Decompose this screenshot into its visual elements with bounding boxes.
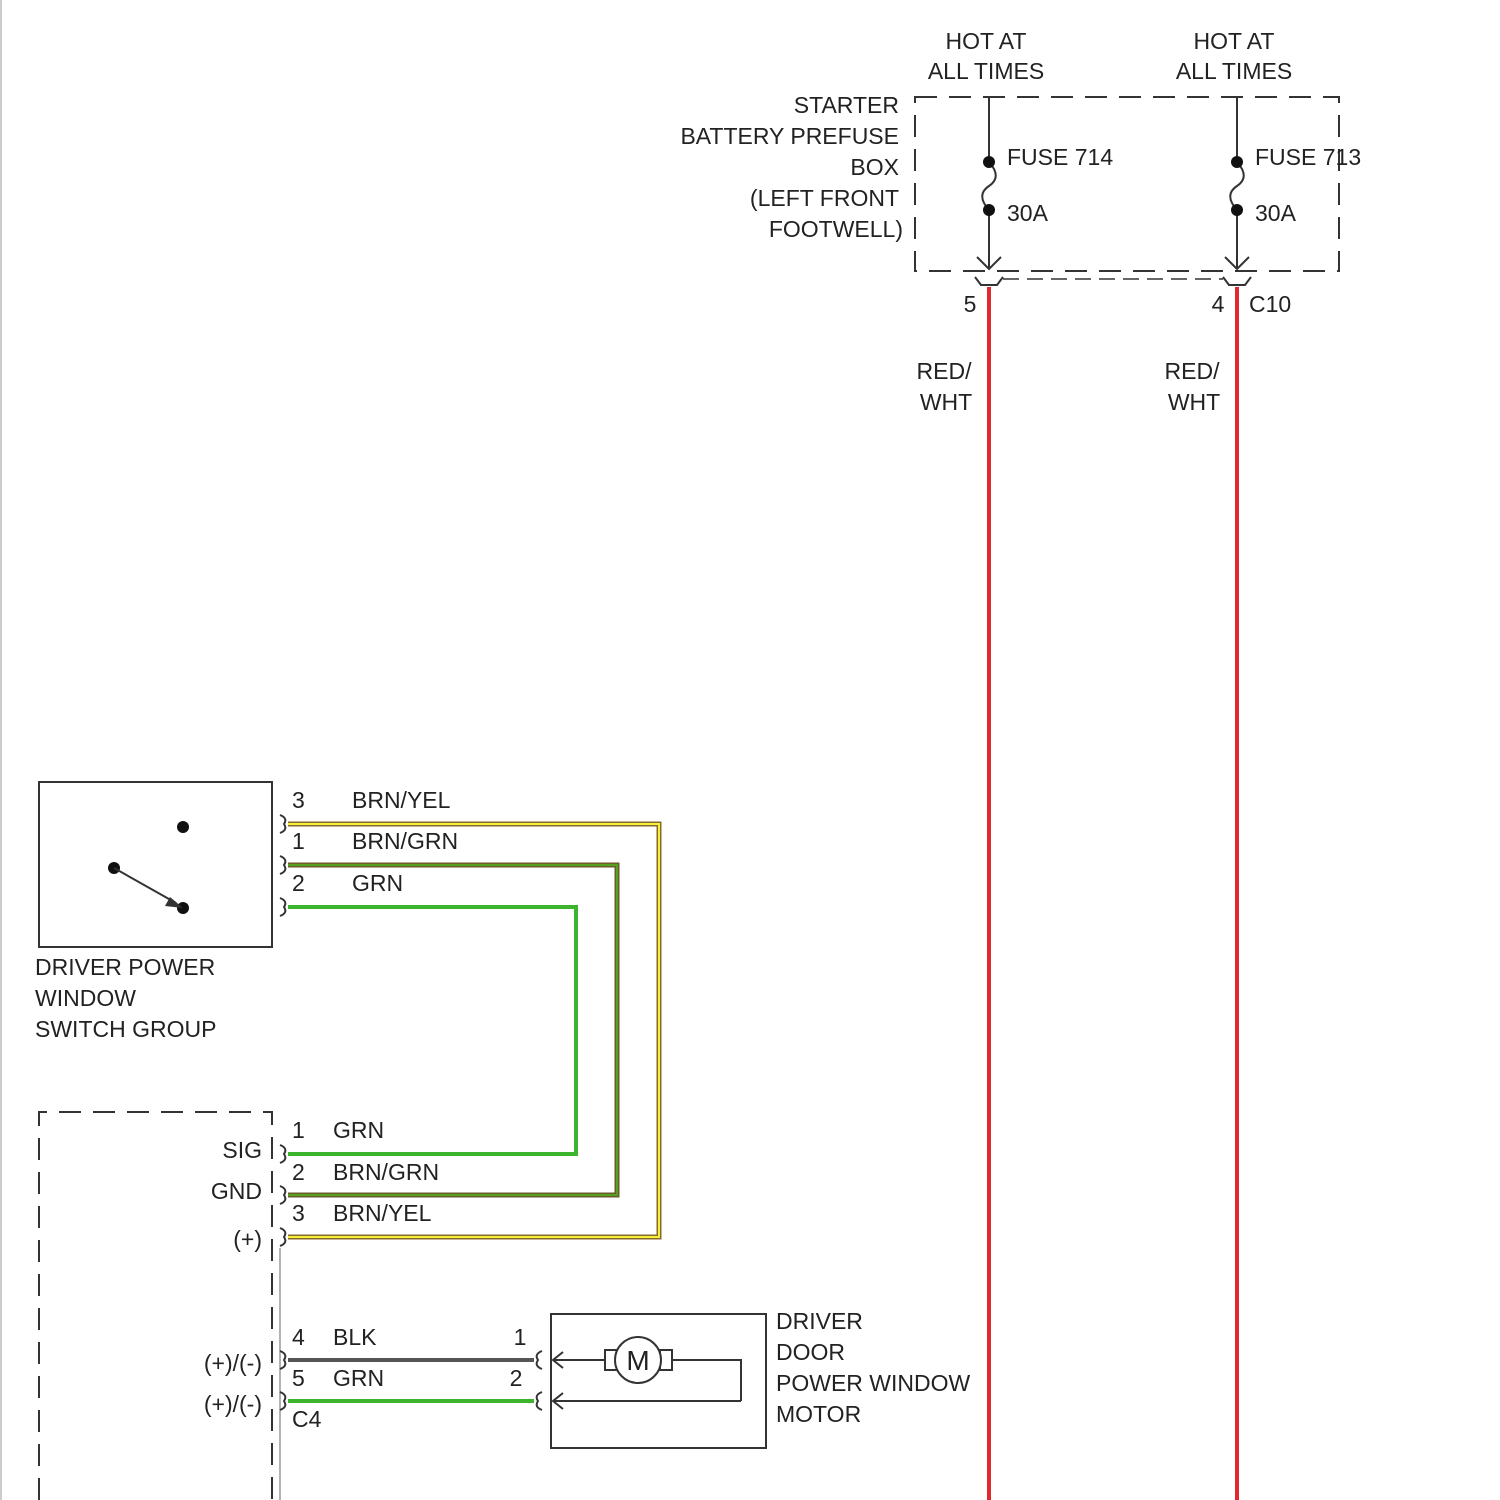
switch-pin-2-socket (280, 898, 285, 916)
switch-group-label-1: DRIVER POWER (35, 954, 215, 980)
module-pin-4-socket (280, 1351, 285, 1369)
switch-group-label-2: WINDOW (35, 985, 136, 1011)
wire-right-color-1: RED/ (1165, 358, 1221, 384)
module-wire-2-color: BRN/GRN (333, 1159, 439, 1185)
switch-pin-3-socket (280, 815, 285, 833)
switch-pin-3: 3 (292, 787, 305, 813)
module-wire-3-color: BRN/YEL (333, 1200, 432, 1226)
motor-symbol: M (626, 1345, 649, 1376)
motor-label-2: DOOR (776, 1339, 845, 1365)
motor-pin-2-socket (537, 1392, 542, 1410)
wire-left-color-2: WHT (920, 389, 972, 415)
connector-c10-label: C10 (1249, 291, 1291, 317)
fuse-713-name: FUSE 713 (1255, 144, 1361, 170)
fuse-714-name: FUSE 714 (1007, 144, 1113, 170)
fuse-714-terminal-bottom (983, 204, 995, 216)
fuse-713-terminal-bottom (1231, 204, 1243, 216)
motor-label-3: POWER WINDOW (776, 1370, 970, 1396)
fuse-714-element (982, 162, 996, 210)
module-pin-4: 4 (292, 1324, 305, 1350)
connector-c10-pin-4: 4 (1212, 291, 1225, 317)
fuse-box-label-line-2: BATTERY PREFUSE (680, 123, 899, 149)
fuse-713-terminal-top (1231, 156, 1243, 168)
switch-contact-upper (177, 821, 189, 833)
wire-grn (288, 907, 576, 1154)
fuse-714: FUSE 714 30A (977, 97, 1113, 269)
module-pin-5-socket (280, 1392, 285, 1410)
right-supply-label-1: HOT AT (1194, 28, 1275, 54)
module-wire-5-color: GRN (333, 1365, 384, 1391)
module-pin-3: 3 (292, 1200, 305, 1226)
left-supply-label-1: HOT AT (946, 28, 1027, 54)
motor-pin-1-socket (537, 1351, 542, 1369)
driver-door-power-window-motor: 1 2 M DRIVER DOOR POWER WINDOW MOTOR (510, 1308, 971, 1448)
switch-pin-1-socket (280, 856, 285, 874)
switch-group-box (39, 782, 272, 947)
module-pin-1: 1 (292, 1117, 305, 1143)
connector-c4-label: C4 (292, 1406, 322, 1432)
fuse-box-label-line-5: FOOTWELL) (769, 216, 903, 242)
module-pin-3-socket (280, 1228, 285, 1246)
connector-c10-pin-5-socket (975, 277, 1003, 285)
module-pin-2: 2 (292, 1159, 305, 1185)
fuse-713-element (1230, 162, 1244, 210)
switch-pin-2: 2 (292, 870, 305, 896)
switch-wire-2-color: GRN (352, 870, 403, 896)
window-control-module: 1 GRN SIG 2 BRN/GRN GND 3 BRN/YEL (+) 4 … (39, 1112, 439, 1500)
fuse-box-label-line-1: STARTER (794, 92, 899, 118)
left-supply-label-2: ALL TIMES (928, 58, 1044, 84)
fuse-box-label-line-4: (LEFT FRONT (750, 185, 899, 211)
module-signal-sig: SIG (222, 1137, 262, 1163)
motor-pin-2: 2 (510, 1365, 523, 1391)
starter-battery-prefuse-box: STARTER BATTERY PREFUSE BOX (LEFT FRONT … (680, 28, 1361, 415)
module-pin-5: 5 (292, 1365, 305, 1391)
connector-c10-pin-5: 5 (964, 291, 977, 317)
connector-c10: 5 4 C10 (964, 277, 1292, 317)
switch-wire-1-color: BRN/GRN (352, 828, 458, 854)
module-signal-pin-4: (+)/(-) (204, 1350, 262, 1376)
motor-label-4: MOTOR (776, 1401, 861, 1427)
fuse-box-outline (915, 97, 1339, 271)
motor-pin-1: 1 (514, 1324, 527, 1350)
motor-label-1: DRIVER (776, 1308, 863, 1334)
module-pin-2-socket (280, 1186, 285, 1204)
module-wire-4-color: BLK (333, 1324, 377, 1350)
fuse-714-rating: 30A (1007, 200, 1049, 226)
fuse-713: FUSE 713 30A (1225, 97, 1361, 269)
switch-pin-1: 1 (292, 828, 305, 854)
motor-box (551, 1314, 766, 1448)
wire-right-color-2: WHT (1168, 389, 1220, 415)
right-supply-label-2: ALL TIMES (1176, 58, 1292, 84)
switch-wire-3-color: BRN/YEL (352, 787, 451, 813)
module-signal-gnd: GND (211, 1178, 262, 1204)
fuse-713-rating: 30A (1255, 200, 1297, 226)
wire-brn-grn-outline (288, 865, 617, 1195)
module-signal-plus: (+) (233, 1226, 262, 1252)
switch-group-label-3: SWITCH GROUP (35, 1016, 216, 1042)
module-signal-pin-5: (+)/(-) (204, 1391, 262, 1417)
driver-power-window-switch-group: DRIVER POWER WINDOW SWITCH GROUP 3 BRN/Y… (35, 782, 458, 1042)
module-wire-1-color: GRN (333, 1117, 384, 1143)
wire-brn-grn (288, 865, 617, 1195)
module-pin-1-socket (280, 1145, 285, 1163)
fuse-box-label-line-3: BOX (850, 154, 899, 180)
connector-c10-pin-4-socket (1223, 277, 1251, 285)
wire-left-color-1: RED/ (917, 358, 973, 384)
fuse-714-terminal-top (983, 156, 995, 168)
module-outline (39, 1112, 272, 1500)
